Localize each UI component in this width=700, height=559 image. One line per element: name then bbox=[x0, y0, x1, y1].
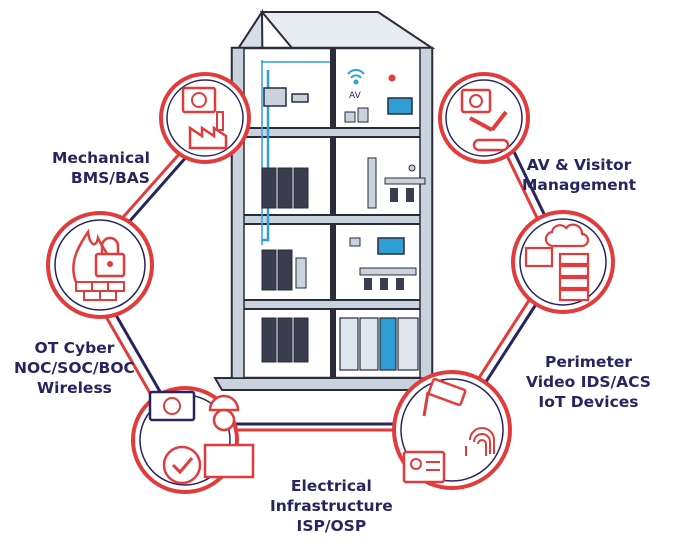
label-perimeter-line1: Perimeter bbox=[544, 353, 633, 371]
label-mechanical-line1: Mechanical bbox=[52, 149, 150, 167]
label-perimeter-line2: Video IDS/ACS bbox=[526, 373, 651, 391]
cctv-badge-fingerprint-icon bbox=[392, 370, 512, 490]
label-electrical-line3: ISP/OSP bbox=[296, 517, 367, 535]
label-ot-cyber: OT Cyber NOC/SOC/BOC Wireless bbox=[14, 338, 135, 398]
label-ot-line1: OT Cyber bbox=[34, 339, 115, 357]
server-racks-floor-4 bbox=[261, 317, 309, 363]
wifi-icon bbox=[347, 69, 365, 85]
firewall-lock-icon bbox=[46, 211, 154, 319]
label-perimeter: Perimeter Video IDS/ACS IoT Devices bbox=[526, 352, 651, 412]
label-av-visitor: AV & Visitor Management bbox=[522, 155, 636, 195]
label-mechanical-line2: BMS/BAS bbox=[70, 169, 150, 187]
engineer-certificate-icon bbox=[131, 386, 255, 494]
server-racks-floor-2 bbox=[261, 167, 309, 209]
av-sign: AV bbox=[349, 91, 362, 101]
label-electrical-line2: Infrastructure bbox=[270, 497, 393, 515]
server-racks-floor-3 bbox=[261, 249, 307, 291]
lobby-windows bbox=[339, 317, 419, 371]
factory-laptop-icon bbox=[159, 72, 251, 164]
label-electrical-line1: Electrical bbox=[290, 477, 372, 495]
label-av-line1: AV & Visitor bbox=[526, 156, 632, 174]
server-cloud-icon bbox=[511, 210, 615, 314]
label-av-line2: Management bbox=[522, 176, 637, 194]
label-ot-line3: Wireless bbox=[37, 379, 112, 397]
label-perimeter-line3: IoT Devices bbox=[538, 393, 639, 411]
robot-arm-icon bbox=[438, 72, 530, 164]
building: AV bbox=[213, 8, 442, 391]
label-electrical: Electrical Infrastructure ISP/OSP bbox=[270, 476, 393, 536]
label-mechanical: Mechanical BMS/BAS bbox=[52, 148, 150, 188]
label-ot-line2: NOC/SOC/BOC bbox=[14, 359, 135, 377]
